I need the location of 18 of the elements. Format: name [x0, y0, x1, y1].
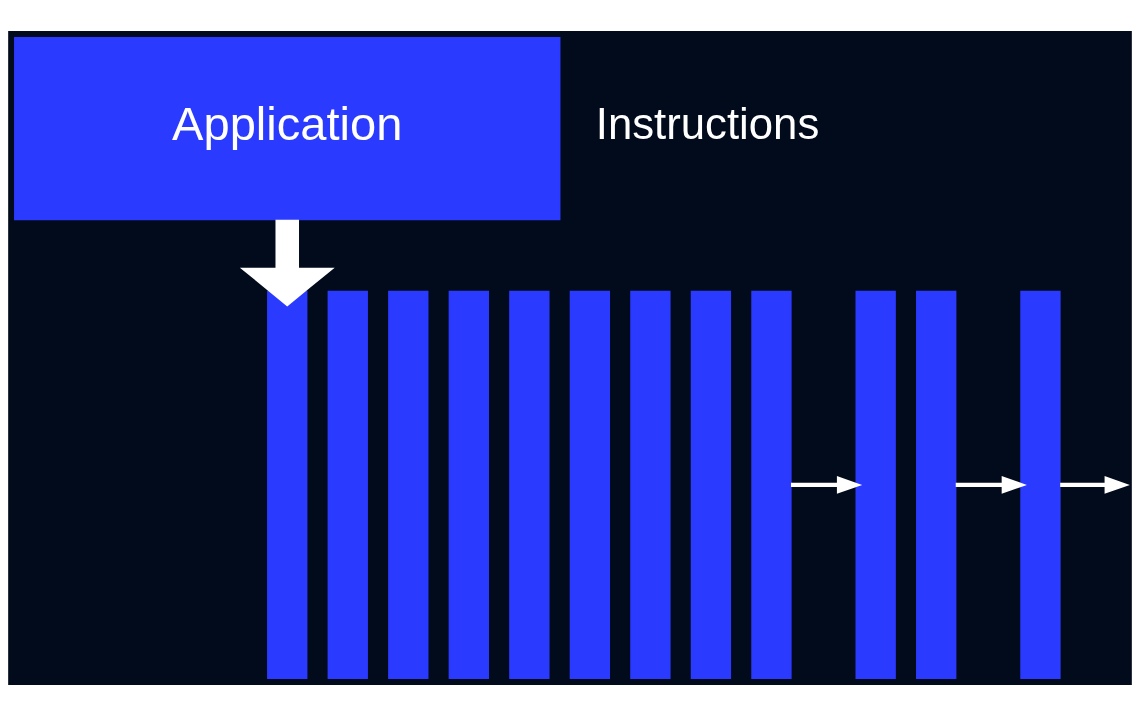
arrow [791, 476, 863, 494]
node-bar [388, 290, 429, 680]
node-box: Application [14, 36, 561, 221]
node-bar [916, 290, 957, 680]
node-bar [751, 290, 792, 680]
arrow [239, 219, 335, 307]
arrow [1060, 476, 1130, 494]
arrow [955, 476, 1027, 494]
node-bar [448, 290, 489, 680]
node-bar [327, 290, 368, 680]
node-bar [1020, 290, 1061, 680]
node-bar [509, 290, 550, 680]
node-bar [569, 290, 611, 680]
node-bar [267, 290, 308, 680]
node-bar [855, 290, 896, 680]
label: Instructions [595, 99, 820, 149]
node-bar [630, 290, 671, 680]
node-bar [690, 290, 732, 680]
